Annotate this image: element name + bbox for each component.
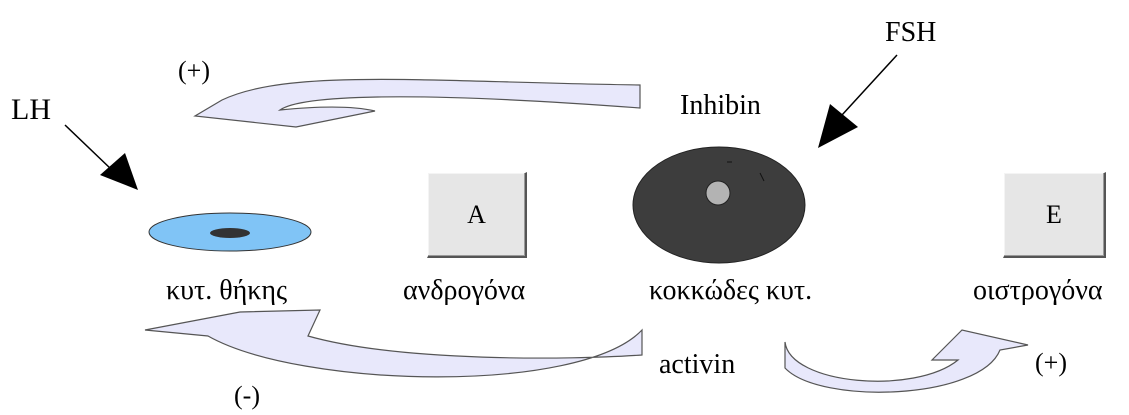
inhibin-effect-label: (+) [178,56,210,85]
androgen-box: A [427,172,527,258]
fsh-label: FSH [885,17,937,48]
lh-label: LH [11,93,51,126]
androgen-label: ανδρογόνα [403,275,526,306]
activin-curved-arrow [144,309,643,378]
lh-arrow-line [64,124,113,171]
theca-cell-label: κυτ. θήκης [166,275,288,306]
lh-arrowhead [100,153,138,190]
estrogen-label: οιστρογόνα [973,275,1103,306]
estrogen-box: E [1003,172,1106,258]
granulosa-cell-nucleus [705,180,731,206]
inhibin-label: Inhibin [680,90,761,121]
fsh-arrow-line [841,54,898,116]
estrogen-curved-arrow [784,329,1029,393]
granulosa-cell-label: κοκκώδες κυτ. [649,275,813,306]
fsh-arrowhead [818,104,858,148]
estrogen-effect-label: (+) [1035,348,1067,377]
theca-cell-nucleus [210,228,250,238]
activin-effect-label: (-) [234,381,260,410]
granulosa-cell-mark [759,172,765,182]
activin-label: activin [659,349,736,380]
inhibin-curved-arrow [193,78,641,128]
